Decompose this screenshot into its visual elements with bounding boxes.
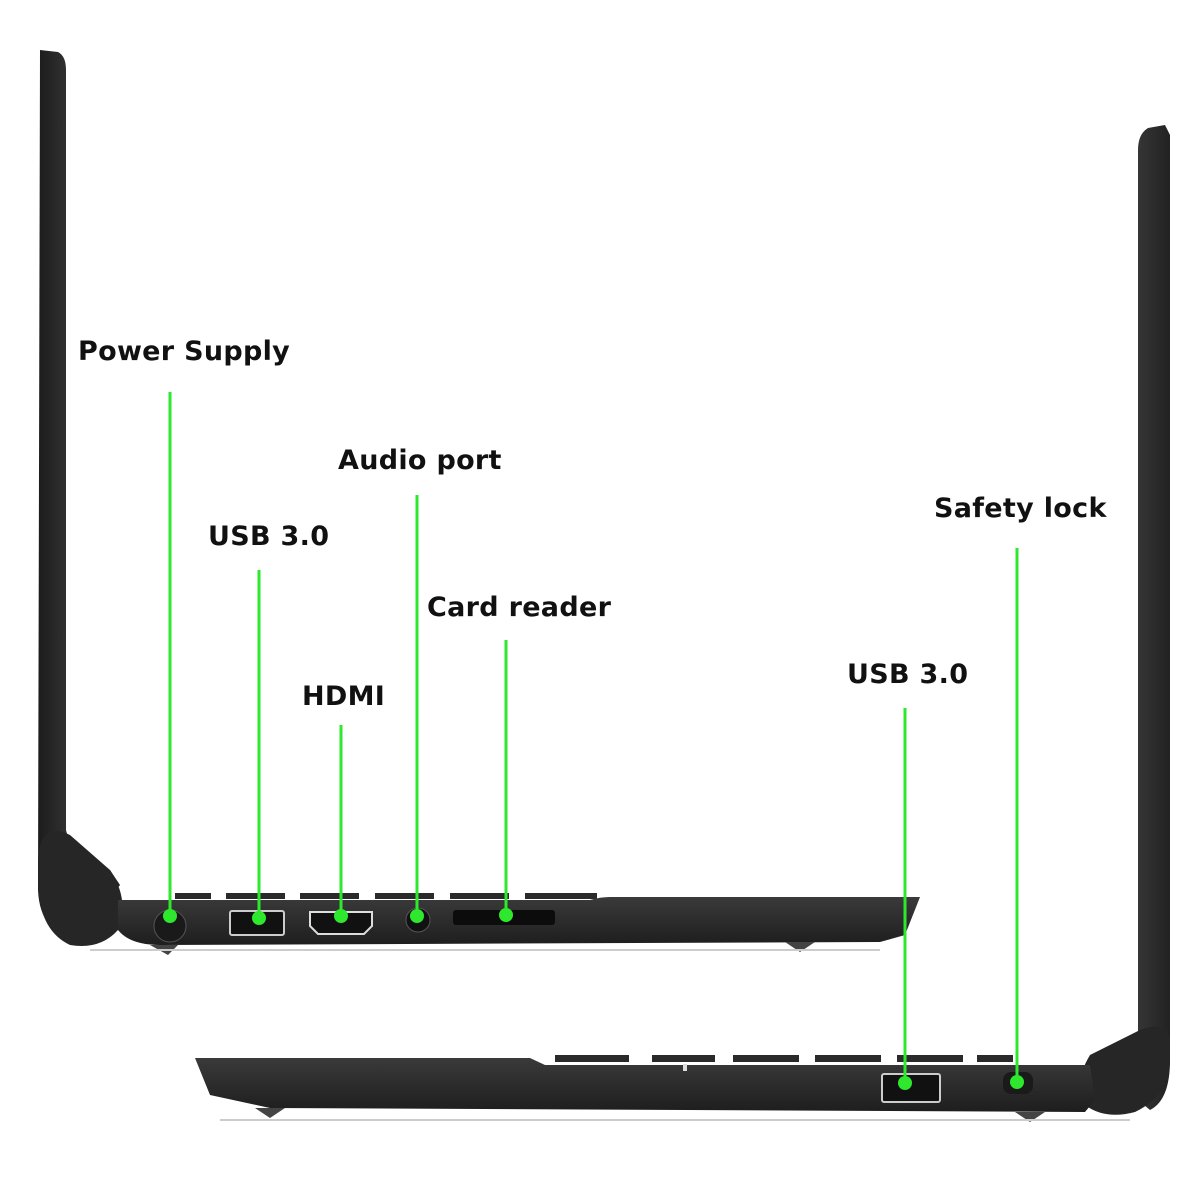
right-keys: [555, 1055, 1013, 1062]
right-laptop: [195, 125, 1170, 1122]
right-screen-lid: [1090, 125, 1170, 1110]
callout-dot-power: [163, 909, 177, 923]
left-hinge: [38, 830, 123, 946]
label-safety-lock: Safety lock: [934, 493, 1107, 524]
label-card-reader: Card reader: [427, 592, 612, 623]
callout-dot-lock: [1010, 1075, 1024, 1089]
right-hinge: [1079, 1026, 1170, 1115]
led-indicator: [683, 1064, 687, 1071]
label-usb-right: USB 3.0: [847, 659, 969, 690]
right-base: [195, 1058, 1095, 1112]
callout-dot-usb-right: [898, 1076, 912, 1090]
callout-lines: [163, 392, 1024, 1090]
callout-dot-audio: [410, 909, 424, 923]
left-keys: [175, 893, 597, 899]
label-power-supply: Power Supply: [78, 336, 291, 367]
left-screen-lid: [38, 50, 120, 940]
usb-port-right: [881, 1073, 941, 1103]
callout-dot-hdmi: [334, 909, 348, 923]
left-laptop: [38, 50, 920, 955]
callout-dot-card: [499, 908, 513, 922]
label-usb-left: USB 3.0: [208, 521, 330, 552]
label-hdmi: HDMI: [302, 681, 386, 712]
callout-dot-usb-left: [252, 911, 266, 925]
label-audio-port: Audio port: [338, 445, 502, 476]
